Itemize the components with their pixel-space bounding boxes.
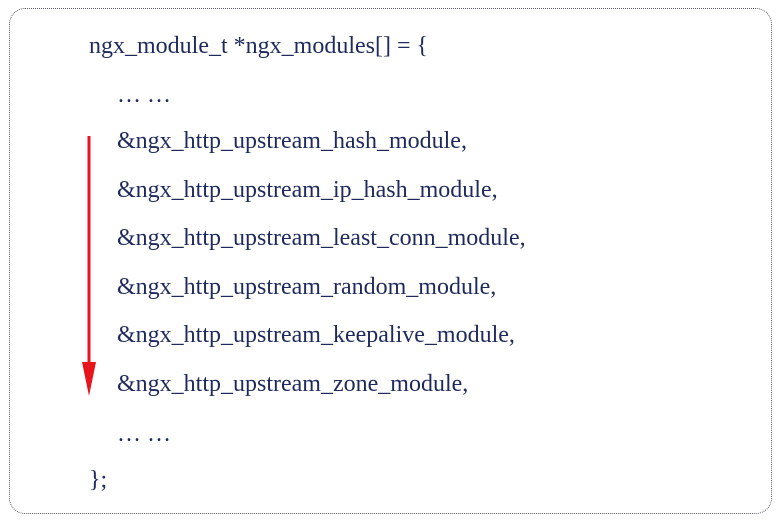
code-frame (9, 8, 772, 514)
module-entry-random: &ngx_http_upstream_random_module, (117, 274, 497, 300)
array-declaration: ngx_module_t *ngx_modules[] = { (89, 33, 429, 59)
module-entry-keepalive: &ngx_http_upstream_keepalive_module, (117, 322, 515, 348)
module-entry-ip-hash: &ngx_http_upstream_ip_hash_module, (117, 177, 498, 203)
module-entry-least-conn: &ngx_http_upstream_least_conn_module, (117, 225, 526, 251)
module-entry-zone: &ngx_http_upstream_zone_module, (117, 371, 469, 397)
array-closing: }; (89, 467, 108, 493)
ellipsis-top: … … (117, 82, 171, 108)
arrow-head (82, 362, 96, 396)
order-arrow-down-icon (82, 136, 96, 396)
module-entry-hash: &ngx_http_upstream_hash_module, (117, 128, 467, 154)
ellipsis-bottom: … … (117, 421, 171, 447)
